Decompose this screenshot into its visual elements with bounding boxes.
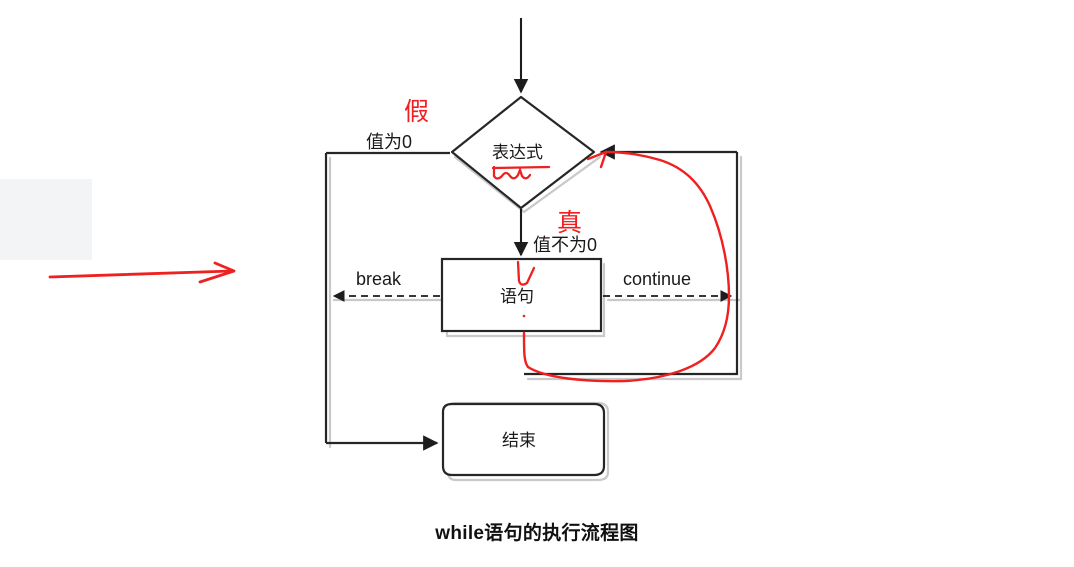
statement-box[interactable] [440, 257, 603, 333]
loop-highlight-arrowhead [586, 150, 608, 169]
loop-back-rail [524, 152, 739, 376]
condition-diamond[interactable] [450, 95, 596, 210]
true-branch-value-label: 值不为0 [533, 235, 598, 255]
true-branch-annotation-label: 真 [557, 209, 583, 237]
continue-label: continue [623, 269, 692, 289]
statement-label: 语句 [500, 287, 534, 306]
loop-highlight-annotation [522, 150, 731, 383]
statement-dot-annotation [522, 314, 526, 318]
false-branch-annotation-label: 假 [404, 98, 430, 126]
condition-underline-annotation [491, 165, 551, 180]
pointer-arrow-annotation [48, 261, 236, 284]
grey-rectangle [0, 179, 92, 260]
end-box[interactable] [441, 402, 606, 477]
end-label: 结束 [502, 431, 536, 450]
break-label: break [356, 269, 402, 289]
condition-label: 表达式 [492, 143, 543, 162]
false-branch-value-label: 值为0 [366, 132, 413, 152]
figure-caption: while语句的执行流程图 [435, 523, 639, 544]
statement-check-annotation [516, 260, 536, 286]
